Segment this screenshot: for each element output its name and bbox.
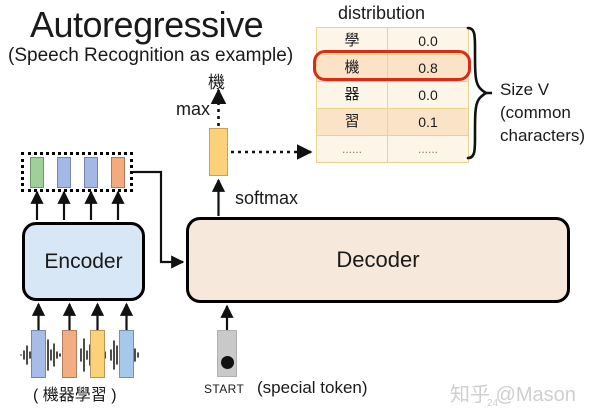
encoder-output-vector: [84, 157, 98, 188]
start-token-dot-icon: [221, 356, 234, 369]
distribution-label: distribution: [338, 3, 426, 23]
distribution-vector: [209, 128, 228, 176]
encoder-output-vector: [111, 157, 125, 188]
table-cell-prob: 0.0: [387, 81, 469, 109]
size-v-line-1: Size V: [500, 80, 550, 99]
max-label: max: [176, 99, 211, 119]
special-token-note: (special token): [257, 378, 368, 397]
encoder-label: Encoder: [44, 249, 123, 273]
audio-input-vector: [119, 330, 134, 378]
table-row: 機 0.8: [316, 54, 469, 82]
page-number: 24: [487, 398, 499, 409]
encoder-output-group: [21, 152, 133, 192]
start-token-vector: [217, 330, 237, 377]
encoder-output-vector: [57, 157, 71, 188]
softmax-label: softmax: [235, 188, 299, 208]
audio-input-vector: [31, 330, 46, 378]
table-cell-char: 機: [316, 54, 388, 82]
start-token-label: START: [204, 382, 245, 396]
audio-input-label: ( 機器學習 ): [33, 387, 117, 404]
table-cell-char: 習: [316, 108, 388, 136]
size-v-brace-icon: [466, 26, 492, 160]
table-cell-char: ......: [316, 135, 388, 163]
distribution-table: 學 0.0 機 0.8 器 0.0 習 0.1 ...... ......: [316, 27, 469, 163]
audio-input-vector: [90, 330, 105, 378]
output-character: 機: [208, 73, 225, 92]
table-cell-char: 學: [316, 27, 388, 55]
decoder-label: Decoder: [336, 247, 420, 272]
table-cell-prob: ......: [387, 135, 469, 163]
size-v-line-3: characters): [500, 126, 586, 145]
table-cell-prob: 0.8: [387, 54, 469, 82]
table-cell-char: 器: [316, 81, 388, 109]
page-title: Autoregressive: [30, 4, 264, 45]
table-row: 器 0.0: [316, 81, 469, 109]
table-row: 習 0.1: [316, 108, 469, 136]
size-v-line-2: (common: [500, 103, 571, 122]
encoder-block: Encoder: [22, 222, 145, 301]
table-row: 學 0.0: [316, 27, 469, 55]
table-cell-prob: 0.0: [387, 27, 469, 55]
watermark: 知乎 @Mason: [450, 384, 576, 406]
page-subtitle: (Speech Recognition as example): [8, 45, 294, 66]
decoder-block: Decoder: [186, 217, 570, 303]
encoder-output-vector: [30, 157, 44, 188]
audio-input-vector: [62, 330, 77, 378]
size-v-annotation: Size V (common characters): [500, 78, 585, 147]
table-cell-prob: 0.1: [387, 108, 469, 136]
table-row: ...... ......: [316, 135, 469, 163]
